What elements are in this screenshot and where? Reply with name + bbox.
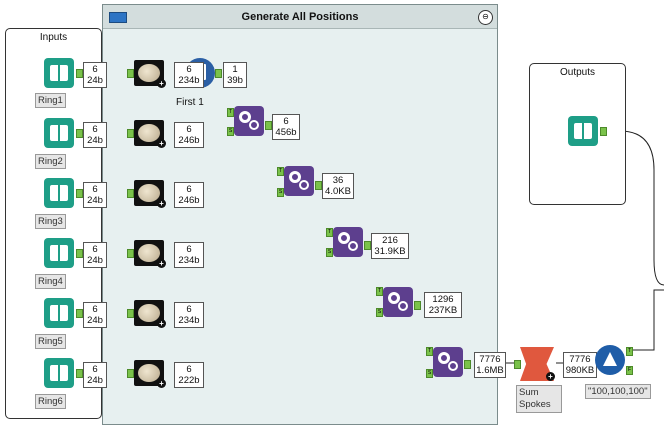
tool-annotation: Ring6	[35, 394, 66, 409]
input-anchor[interactable]	[127, 249, 134, 258]
plus-icon: +	[157, 259, 166, 268]
join-right-anchor[interactable]: S	[326, 248, 333, 257]
plus-icon: +	[157, 79, 166, 88]
input-anchor[interactable]	[127, 189, 134, 198]
append-fields-icon[interactable]	[333, 227, 363, 257]
output-anchor[interactable]	[414, 301, 421, 310]
input-anchor[interactable]	[127, 309, 134, 318]
container-header[interactable]: Generate All Positions ⊖	[103, 5, 497, 29]
container-menu-icon[interactable]	[109, 12, 127, 23]
join-left-anchor[interactable]: T	[227, 108, 234, 117]
input-data-icon[interactable]	[44, 238, 74, 268]
output-anchor[interactable]	[76, 249, 83, 258]
output-anchor[interactable]	[76, 189, 83, 198]
output-anchor[interactable]	[265, 121, 272, 130]
join-left-anchor[interactable]: T	[426, 347, 433, 356]
tool-annotation: Ring4	[35, 274, 66, 289]
true-anchor[interactable]: T	[626, 347, 633, 356]
input-anchor[interactable]	[127, 129, 134, 138]
plus-icon: +	[546, 372, 555, 381]
macro-tool-icon[interactable]	[134, 240, 164, 266]
tool-label: First 1	[176, 97, 204, 108]
append-fields-icon[interactable]	[433, 347, 463, 377]
join-left-anchor[interactable]: T	[326, 228, 333, 237]
tool-annotation: Ring1	[35, 93, 66, 108]
inputs-container-title: Inputs	[39, 32, 68, 43]
join-right-anchor[interactable]: S	[227, 127, 234, 136]
output-anchor[interactable]	[76, 369, 83, 378]
container-title: Generate All Positions	[241, 11, 359, 23]
formula-tool-icon[interactable]	[595, 345, 625, 375]
output-anchor[interactable]	[76, 129, 83, 138]
output-anchor[interactable]	[464, 360, 471, 369]
plus-icon: +	[157, 139, 166, 148]
input-data-icon[interactable]	[44, 178, 74, 208]
input-anchor[interactable]	[127, 69, 134, 78]
output-anchor[interactable]	[76, 309, 83, 318]
output-anchor[interactable]	[76, 69, 83, 78]
collapse-button[interactable]: ⊖	[478, 10, 493, 25]
join-left-anchor[interactable]: T	[376, 287, 383, 296]
tool-annotation: Ring5	[35, 334, 66, 349]
input-data-icon[interactable]	[44, 358, 74, 388]
false-anchor[interactable]: F	[626, 366, 633, 375]
output-anchor[interactable]	[215, 69, 222, 78]
append-fields-icon[interactable]	[284, 166, 314, 196]
join-left-anchor[interactable]: T	[277, 167, 284, 176]
output-anchor[interactable]	[364, 241, 371, 250]
input-data-icon[interactable]	[44, 58, 74, 88]
tool-annotation: Ring2	[35, 154, 66, 169]
plus-icon: +	[157, 379, 166, 388]
input-data-icon[interactable]	[44, 118, 74, 148]
input-data-icon[interactable]	[44, 298, 74, 328]
join-right-anchor[interactable]: S	[376, 308, 383, 317]
outputs-container-title: Outputs	[559, 67, 596, 78]
append-fields-icon[interactable]	[383, 287, 413, 317]
plus-icon: +	[157, 319, 166, 328]
input-anchor[interactable]	[127, 369, 134, 378]
join-right-anchor[interactable]: S	[277, 188, 284, 197]
tool-annotation: "100,100,100"	[585, 384, 651, 399]
macro-tool-icon[interactable]	[134, 360, 164, 386]
append-fields-icon[interactable]	[234, 106, 264, 136]
plus-icon: +	[157, 199, 166, 208]
tool-label: Sum Spokes	[516, 385, 562, 413]
output-anchor[interactable]	[315, 181, 322, 190]
outputs-container: Outputs	[529, 63, 626, 205]
output-data-icon[interactable]	[568, 116, 598, 146]
tool-annotation: Ring3	[35, 214, 66, 229]
join-right-anchor[interactable]: S	[426, 369, 433, 378]
input-anchor[interactable]	[600, 127, 607, 136]
input-anchor[interactable]	[514, 360, 521, 369]
